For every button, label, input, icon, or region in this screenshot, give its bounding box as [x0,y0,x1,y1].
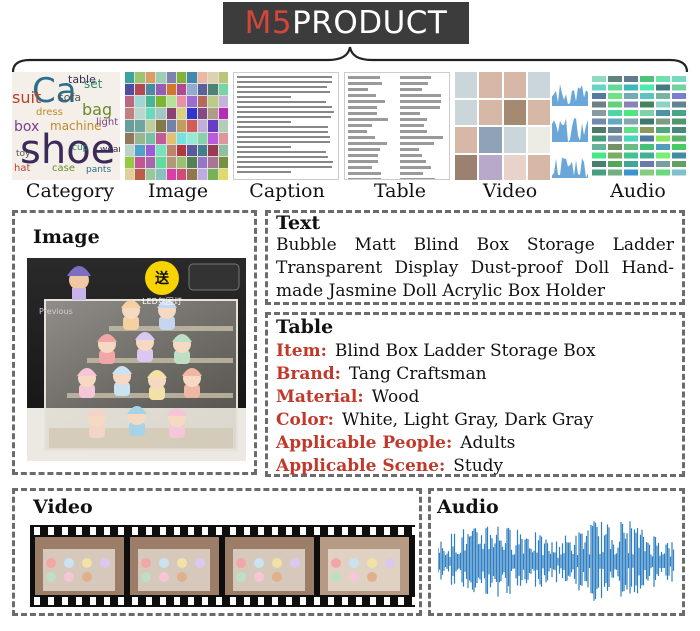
attribute-key: Item: [276,341,327,361]
attribute-key: Color: [276,410,334,430]
word-cloud-word: hat [14,163,31,174]
product-photo: 送 LED氛围灯 Previous [27,258,246,461]
attribute-value: Tang Craftsman [348,364,487,384]
attribute-row: Material: Wood [276,386,596,409]
caption-text-thumbnail [233,72,339,180]
word-cloud-word: toy [16,149,31,159]
modality-label-caption: Caption [249,180,325,202]
image-panel [12,210,257,475]
photo-nav-text: Previous [39,307,73,316]
word-cloud-word: shoe [20,127,116,173]
image-panel-title: Image [33,226,100,248]
attribute-key: Applicable Scene: [276,456,446,476]
attribute-value: Adults [460,433,516,453]
attribute-value: White, Light Gray, Dark Gray [341,410,594,430]
video-frames-thumbnail [455,72,550,180]
table-panel [265,312,685,477]
photo-badge-char: 送 [154,270,170,287]
modality-label-video: Video [482,180,538,202]
word-cloud-word: set [84,77,103,91]
audio-panel [428,488,685,616]
word-cloud-word: light [96,117,119,128]
modality-label-image: Image [147,180,209,202]
attribute-value: Study [453,456,504,476]
video-panel [12,488,422,616]
word-cloud-word: wear [100,145,120,155]
text-panel-title: Text [276,212,321,234]
attribute-row: Applicable People: Adults [276,432,596,455]
table-panel-title: Table [276,316,334,338]
audio-spectrogram-thumbnail [552,72,690,180]
word-cloud-word: bag [82,100,113,119]
word-cloud-word: table [68,73,96,86]
video-frame [320,537,409,595]
modality-label-category: Category [25,180,115,202]
word-cloud-word: box [14,119,40,135]
audio-waveform [438,521,675,601]
video-frame [225,537,314,595]
title-banner: M5PRODUCT [223,2,469,44]
word-cloud-word: case [52,163,75,174]
word-cloud-word: Ca [32,72,77,111]
attribute-key: Brand: [276,364,341,384]
word-cloud-word: dress [36,107,63,118]
attribute-key: Applicable People: [276,433,453,453]
video-frame [35,537,124,595]
video-film-strip [30,525,415,607]
audio-panel-title: Audio [437,496,499,518]
word-cloud-word: sofa [58,91,82,104]
word-cloud-word: suit [12,88,42,107]
image-mosaic-thumbnail [125,72,228,180]
grouping-brace [11,46,689,73]
attribute-row: Color: White, Light Gray, Dark Gray [276,409,596,432]
attribute-key: Material: [276,387,364,407]
modality-label-audio: Audio [610,180,666,202]
attribute-row: Item: Blind Box Ladder Storage Box [276,340,596,363]
video-frame [130,537,219,595]
table-thumbnail [344,72,450,180]
product-description: Bubble Matt Blind Box Storage Ladder Tra… [276,235,674,301]
word-cloud-word: machine [50,119,102,133]
attribute-value: Blind Box Ladder Storage Box [334,341,596,361]
modality-label-table: Table [373,180,426,202]
word-cloud-word: cup [72,143,89,153]
video-panel-title: Video [33,496,93,518]
attribute-row: Applicable Scene: Study [276,455,596,478]
attribute-value: Wood [371,387,420,407]
photo-badge-sub: LED氛围灯 [142,296,182,306]
word-cloud-word: pants [86,165,112,175]
title-text: M5PRODUCT [244,5,448,41]
attribute-row: Brand: Tang Craftsman [276,363,596,386]
text-panel [265,210,685,305]
